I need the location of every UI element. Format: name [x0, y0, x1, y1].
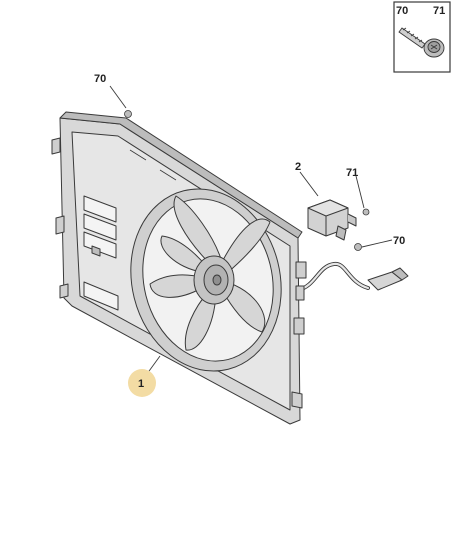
- wiring-harness: [295, 261, 409, 301]
- fan-assembly: [130, 188, 282, 372]
- inset-label-71: 71: [433, 5, 445, 17]
- inset-label-70: 70: [396, 5, 408, 17]
- callout-1-badge: 1: [128, 369, 156, 397]
- callout-70-top: 70: [94, 73, 106, 85]
- callout-1: 1: [138, 378, 144, 390]
- screw-relay-icon: [362, 208, 370, 216]
- relay-module: [307, 199, 357, 241]
- inset-box: 70 71: [393, 1, 451, 73]
- screw-harness-icon: [354, 243, 362, 251]
- callout-70-harness: 70: [393, 235, 405, 247]
- screw-with-washer-icon: [398, 27, 445, 58]
- callout-71: 71: [346, 167, 358, 179]
- callout-2: 2: [295, 161, 301, 173]
- screw-top-icon: [124, 110, 132, 118]
